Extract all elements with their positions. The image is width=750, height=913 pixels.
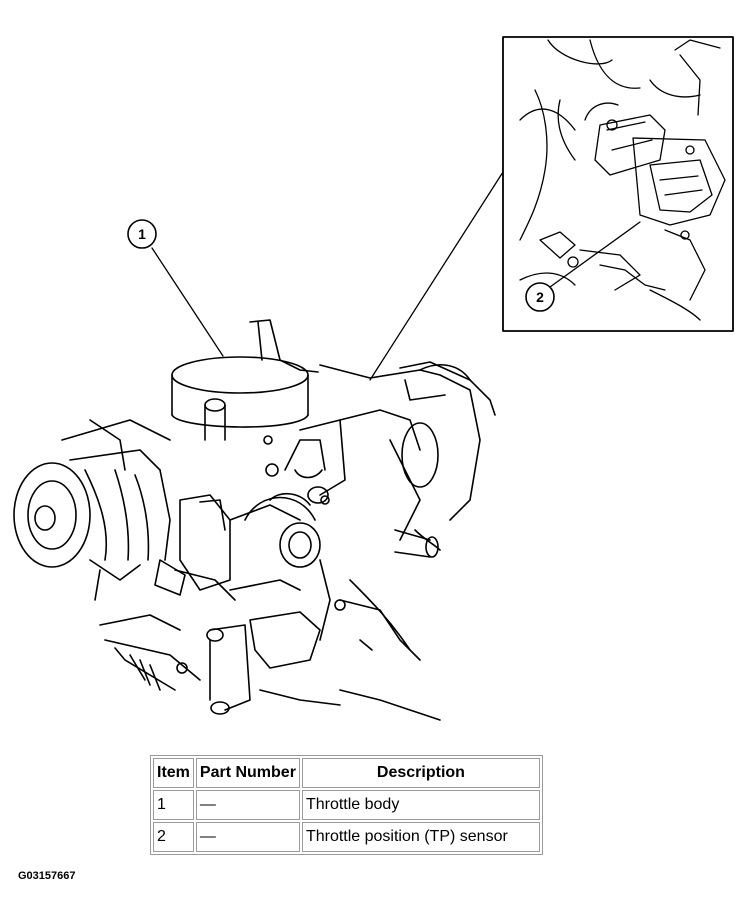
cell-item: 1 (153, 790, 194, 820)
header-description: Description (301, 758, 540, 788)
table-row: 1 — Throttle body (153, 790, 540, 820)
table-row: 2 — Throttle position (TP) sensor (153, 822, 540, 852)
header-item: Item (153, 758, 194, 788)
throttle-body-drawing (13, 319, 496, 721)
cell-description: Throttle body (301, 790, 540, 820)
parts-table: Item Part Number Description 1 — Throttl… (150, 755, 543, 855)
svg-text:1: 1 (138, 226, 146, 242)
svg-text:2: 2 (536, 289, 544, 305)
inset-sensor-detail (519, 39, 726, 321)
inset-box (502, 36, 734, 332)
cell-part-number: — (195, 790, 300, 820)
header-part-number: Part Number (195, 758, 300, 788)
cell-item: 2 (153, 822, 194, 852)
cell-description: Throttle position (TP) sensor (301, 822, 540, 852)
throttle-body-illustration: 1 2 (13, 36, 734, 721)
callout-1: 1 (127, 219, 157, 249)
cell-part-number: — (195, 822, 300, 852)
figure-id: G03157667 (18, 870, 76, 882)
callout-2: 2 (525, 282, 555, 312)
table-header-row: Item Part Number Description (153, 758, 540, 788)
